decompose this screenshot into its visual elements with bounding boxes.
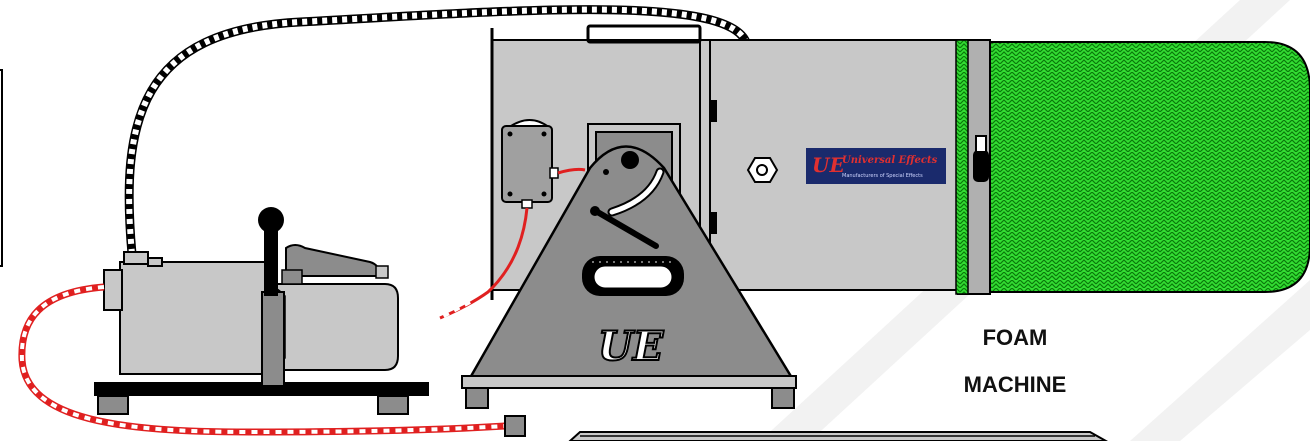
carry-handle-icon [582, 256, 684, 296]
pump-assembly [94, 207, 429, 415]
air-hose-stripes [19, 285, 506, 435]
machine-caption-line1: FOAM [982, 325, 1048, 350]
hose-fitting [504, 415, 526, 437]
brand-decal: UE Universal Effects Manufacturers of Sp… [806, 148, 946, 184]
machine-caption-line2: MACHINE [963, 372, 1067, 397]
top-handle [586, 24, 702, 44]
watermark-stripe [1130, 280, 1310, 441]
red-wire-dashed [439, 300, 471, 320]
red-wire [557, 167, 586, 175]
clamp-buckle [973, 135, 989, 182]
hex-nut-icon [746, 157, 779, 183]
frame-logo: UE [598, 323, 664, 370]
decal-tagline: Manufacturers of Special Effects [842, 173, 923, 179]
foam-net [961, 41, 1310, 293]
side-panel [0, 69, 3, 267]
decal-brand: Universal Effects [842, 155, 938, 166]
white-hose-stripes [126, 6, 769, 255]
decal-mark: UE [812, 153, 845, 177]
junction-box-icon [501, 119, 559, 209]
latch [710, 212, 717, 234]
bottom-tray [568, 431, 1109, 441]
net-clamp-ring [955, 39, 969, 295]
latch [710, 100, 717, 122]
